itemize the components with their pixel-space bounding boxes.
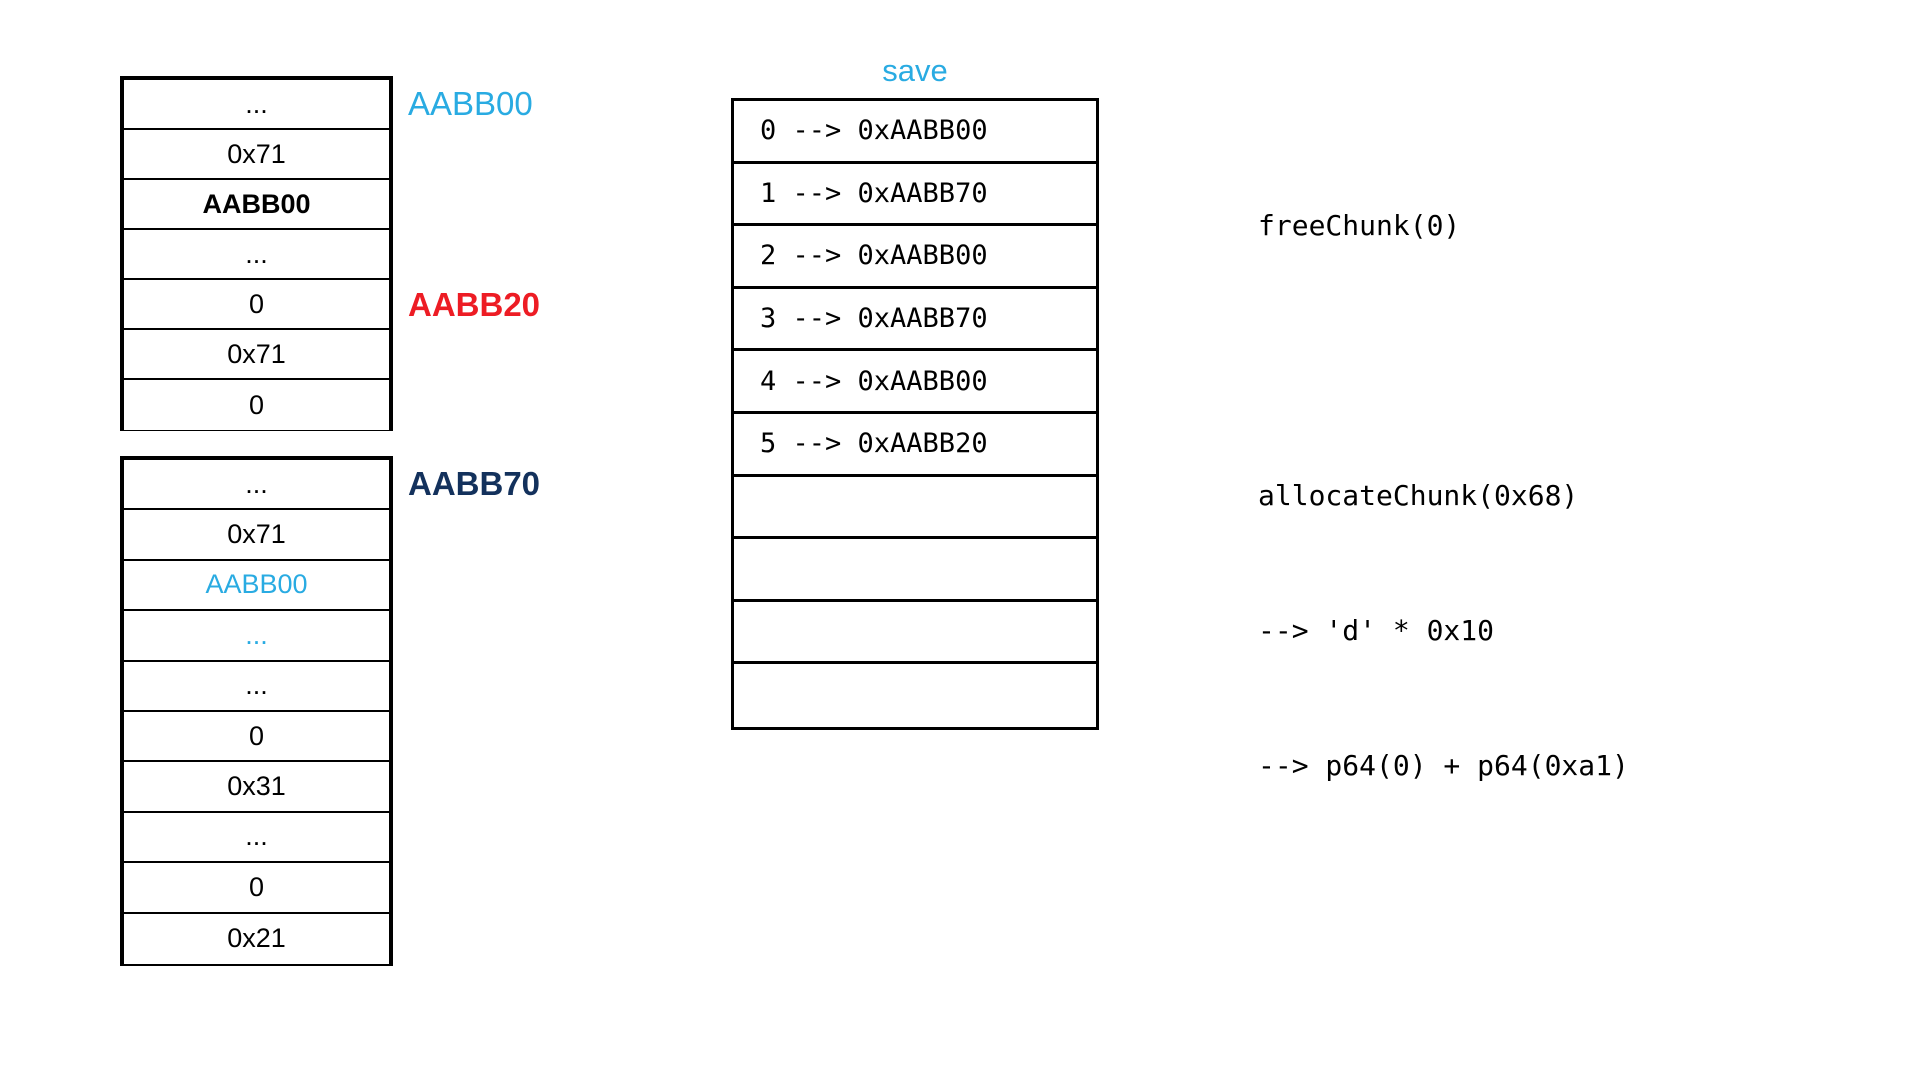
- save-table-title: save: [882, 53, 948, 88]
- heap-chunk-table-top: ... 0x71 AABB00 ... 0 0x71 0: [120, 76, 393, 431]
- memory-cell: AABB00: [124, 560, 389, 612]
- code-line: freeChunk(0): [1258, 209, 1461, 242]
- memory-cell: AABB00: [124, 180, 389, 230]
- heap-chunk-table-bottom: ... 0x71 AABB00 ... ... 0 0x31 ... 0 0x2…: [120, 456, 393, 966]
- code-line: allocateChunk(0x68): [1258, 479, 1579, 512]
- address-label-aabb00: AABB00: [408, 85, 533, 122]
- memory-cell: ...: [124, 812, 389, 864]
- memory-cell: 0: [124, 711, 389, 763]
- address-label-aabb20: AABB20: [408, 286, 541, 323]
- operations-code-block: freeChunk(0) allocateChunk(0x68) --> 'd'…: [1258, 113, 1629, 833]
- save-array-table: 0 --> 0xAABB00 1 --> 0xAABB70 2 --> 0xAA…: [731, 98, 1099, 730]
- save-entry-row: 2 --> 0xAABB00: [734, 226, 1096, 289]
- code-line-blank: [1258, 338, 1629, 383]
- save-entry-row-empty: [734, 664, 1096, 727]
- memory-cell: 0x71: [124, 130, 389, 180]
- memory-cell: 0: [124, 280, 389, 330]
- memory-cell: 0: [124, 380, 389, 430]
- memory-cell: ...: [124, 80, 389, 130]
- save-entry-row: 3 --> 0xAABB70: [734, 289, 1096, 352]
- code-line: --> p64(0) + p64(0xa1): [1258, 749, 1629, 782]
- save-entry-row: 1 --> 0xAABB70: [734, 164, 1096, 227]
- save-entry-row: 5 --> 0xAABB20: [734, 414, 1096, 477]
- code-line: --> 'd' * 0x10: [1258, 614, 1495, 647]
- memory-cell: ...: [124, 611, 389, 662]
- memory-cell: 0x71: [124, 330, 389, 380]
- memory-cell: 0x21: [124, 913, 389, 964]
- memory-cell: 0: [124, 863, 389, 914]
- save-entry-row: 4 --> 0xAABB00: [734, 351, 1096, 414]
- address-label-aabb70: AABB70: [408, 465, 541, 502]
- save-entry-row-empty: [734, 539, 1096, 602]
- memory-cell: 0x31: [124, 762, 389, 813]
- memory-cell: ...: [124, 661, 389, 712]
- save-entry-row-empty: [734, 602, 1096, 665]
- save-entry-row: 0 --> 0xAABB00: [734, 101, 1096, 164]
- memory-cell: ...: [124, 460, 389, 511]
- memory-cell: 0x71: [124, 510, 389, 561]
- save-entry-row-empty: [734, 477, 1096, 540]
- memory-cell: ...: [124, 230, 389, 280]
